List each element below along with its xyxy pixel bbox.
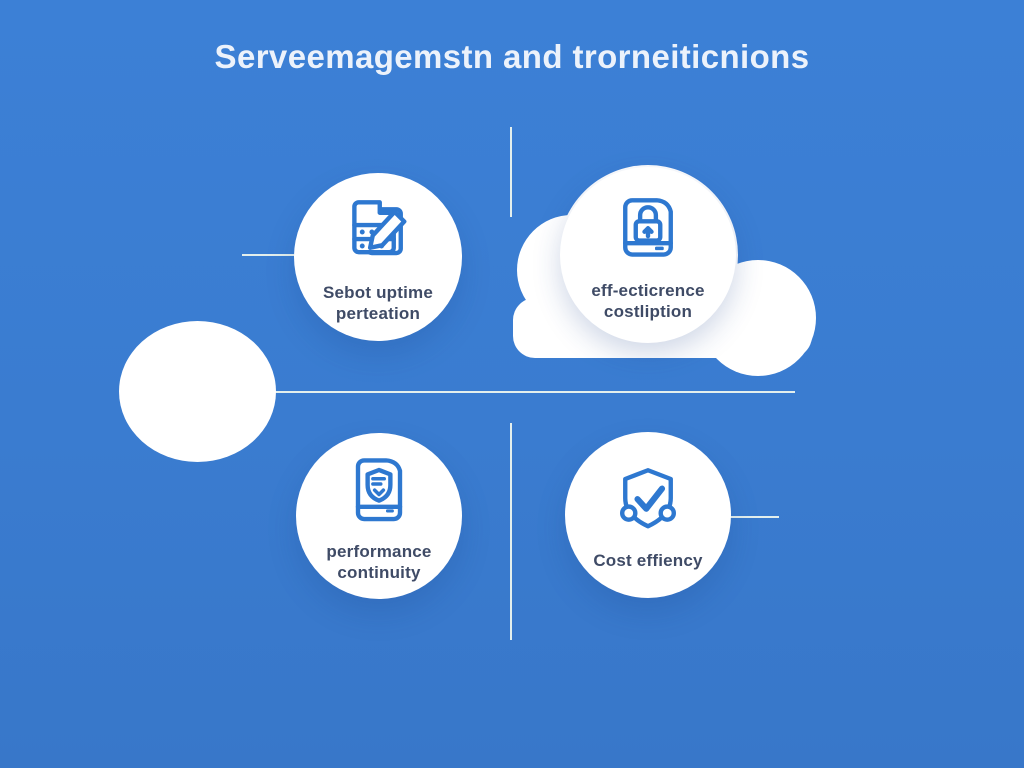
card-label: Cost effiency bbox=[593, 550, 702, 571]
card-uptime: Sebot uptime perteation bbox=[294, 173, 462, 341]
card-cost: Cost effiency bbox=[565, 432, 731, 598]
connector-line-bottom-vertical bbox=[510, 423, 512, 640]
document-edit-icon bbox=[336, 190, 420, 274]
card-label-line1: eff-ecticrence bbox=[591, 280, 705, 300]
shield-check-icon bbox=[606, 458, 690, 542]
card-label-line1: Sebot uptime bbox=[322, 282, 434, 302]
connector-line-main-horizontal bbox=[275, 391, 795, 393]
lock-document-icon bbox=[606, 188, 690, 272]
shield-document-icon bbox=[337, 449, 421, 533]
card-label: Sebot uptime perteation bbox=[323, 282, 433, 325]
card-label-line1: Cost effiency bbox=[593, 551, 703, 571]
card-label: eff-ecticrence costliption bbox=[591, 280, 704, 323]
connector-line-left-short bbox=[242, 254, 294, 256]
card-continuity: performance continuity bbox=[296, 433, 462, 599]
page-title: Serveemagemstn and trorneiticnions bbox=[214, 38, 810, 75]
card-label-line2: continuity bbox=[337, 563, 421, 582]
card-label: performance continuity bbox=[326, 541, 431, 584]
decorative-circle bbox=[119, 321, 276, 462]
connector-line-right-short bbox=[728, 516, 779, 518]
card-label-line2: perteation bbox=[335, 304, 421, 323]
card-label-line1: performance bbox=[326, 541, 432, 561]
connector-line-top-vertical bbox=[510, 127, 512, 217]
card-label-line2: costliption bbox=[603, 302, 693, 321]
card-security: eff-ecticrence costliption bbox=[560, 167, 736, 343]
